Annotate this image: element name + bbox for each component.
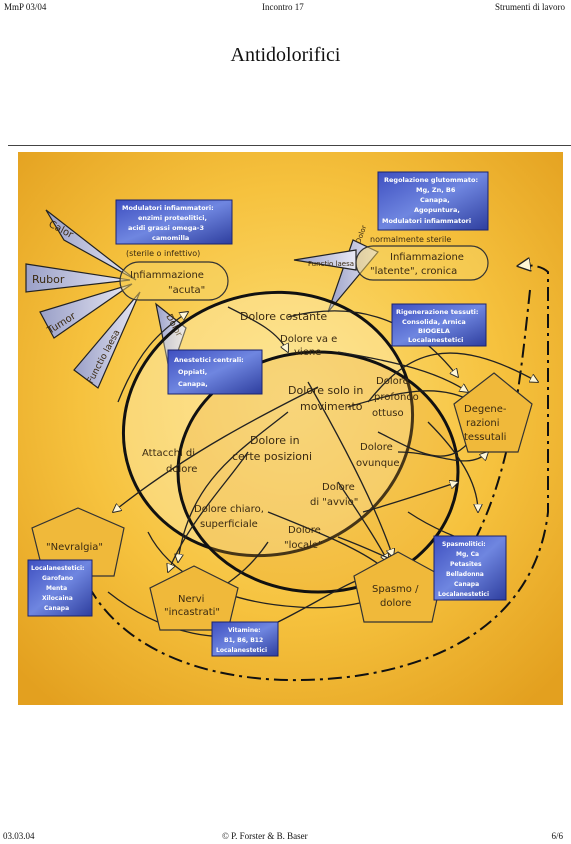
- ray-tumor: [39, 283, 133, 339]
- acute-line2: "acuta": [168, 285, 205, 296]
- svg-text:Regolazione glutommato:: Regolazione glutommato:: [384, 176, 478, 184]
- pentagon-degenerazioni: [453, 372, 533, 453]
- chronic-line1: Infiammazione: [390, 252, 464, 263]
- label-chiaro-1: Dolore chiaro,: [194, 504, 264, 515]
- footer-date: 03.03.04: [3, 831, 35, 841]
- label-va-viene-2: viene: [294, 347, 321, 358]
- svg-text:Oppiati,: Oppiati,: [178, 368, 207, 376]
- ellipse-movement-pain: [176, 350, 460, 594]
- box-localanestetici: Localanestetici: Garofano Menta Xilocain…: [27, 559, 93, 617]
- svg-text:Modulatori infiammatori:: Modulatori infiammatori:: [122, 204, 214, 212]
- label-costante: Dolore costante: [240, 310, 327, 323]
- svg-text:Rigenerazione tessuti:: Rigenerazione tessuti:: [396, 308, 479, 316]
- acute-note: (sterile o infettivo): [126, 249, 200, 258]
- nevralgia-label: "Nevralgia": [46, 542, 103, 553]
- chronic-ray-functio: Functio laesa: [308, 260, 354, 268]
- ray-functio-laesa: [73, 291, 141, 389]
- label-locale-2: "locale": [284, 540, 323, 551]
- header-session: Incontro 17: [262, 2, 304, 12]
- label-locale-1: Dolore: [288, 525, 321, 536]
- label-attacchi-1: Attacchi di: [142, 448, 195, 459]
- svg-text:Xilocaina: Xilocaina: [42, 595, 73, 602]
- svg-text:Mg, Zn, B6: Mg, Zn, B6: [416, 186, 456, 194]
- label-profondo-2: profondo: [374, 392, 419, 403]
- label-profondo-1: Dolore: [376, 376, 409, 387]
- pentagon-nervi: [149, 565, 239, 631]
- nervi-line1: Nervi: [178, 594, 204, 605]
- svg-text:Canapa,: Canapa,: [420, 196, 450, 204]
- svg-text:Garofano: Garofano: [42, 575, 73, 582]
- footer-page-number: 6/6: [551, 831, 563, 841]
- degenerazioni-line3: tessutali: [464, 432, 506, 443]
- label-avvio-1: Dolore: [322, 482, 355, 493]
- box-anestetici: Anestetici centrali: Oppiati, Canapa,: [167, 349, 263, 395]
- acute-line1: Infiammazione: [130, 270, 204, 281]
- degenerazioni-line1: Degene-: [464, 404, 507, 415]
- header-rule: [8, 145, 571, 146]
- pain-labels: Dolore costante Dolore va e viene Dolore…: [142, 310, 419, 551]
- label-va-viene-1: Dolore va e: [280, 334, 337, 345]
- svg-text:Canapa: Canapa: [44, 605, 69, 612]
- svg-text:enzimi proteolitici,: enzimi proteolitici,: [138, 214, 207, 222]
- label-chiaro-2: superficiale: [200, 519, 258, 530]
- page-title: Antidolorifici: [230, 44, 341, 66]
- dashed-loop-arrow: [77, 265, 549, 682]
- ray-calor: [45, 209, 137, 281]
- chronic-note: normalmente sterile: [370, 235, 451, 244]
- svg-text:Consolida, Arnica: Consolida, Arnica: [402, 318, 466, 326]
- svg-text:Modulatori infiammatori: Modulatori infiammatori: [382, 217, 471, 225]
- svg-text:B1, B6, B12: B1, B6, B12: [224, 637, 263, 644]
- label-ovunque-1: Dolore: [360, 442, 393, 453]
- svg-text:Agopuntura,: Agopuntura,: [414, 206, 460, 214]
- svg-text:Mg, Ca: Mg, Ca: [456, 551, 479, 558]
- label-movimento-2: movimento: [300, 400, 363, 413]
- chronic-line2: "latente", cronica: [370, 266, 457, 277]
- footer-copyright: © P. Forster & B. Baser: [222, 831, 308, 841]
- svg-text:acidi grassi omega-3: acidi grassi omega-3: [128, 224, 204, 232]
- acute-inflammation-node: [119, 261, 229, 301]
- pain-diagram: Calor Rubor Tumor Functio laesa Dolor (s…: [18, 152, 563, 705]
- svg-text:Localanestetici: Localanestetici: [408, 336, 463, 344]
- box-modulatori: Modulatori infiammatori: enzimi proteoli…: [115, 199, 233, 245]
- label-movimento-1: Dolore solo in: [288, 384, 363, 397]
- label-attacchi-2: dolore: [166, 464, 197, 475]
- box-glutammato: Regolazione glutommato: Mg, Zn, B6 Canap…: [377, 171, 489, 231]
- svg-text:Localanestetici:: Localanestetici:: [31, 565, 84, 572]
- svg-text:Vitamine:: Vitamine:: [228, 627, 261, 634]
- header-section: Strumenti di lavoro: [495, 2, 565, 12]
- box-spasmolitici: Spasmolitici: Mg, Ca Petasites Belladonn…: [433, 535, 507, 601]
- svg-text:Canapa,: Canapa,: [178, 380, 208, 388]
- label-avvio-2: di "avvio": [310, 497, 358, 508]
- ray-rubor: [25, 263, 131, 293]
- svg-text:camomilla: camomilla: [152, 234, 189, 242]
- box-rigenerazione: Rigenerazione tessuti: Consolida, Arnica…: [391, 303, 487, 347]
- svg-text:Belladonna: Belladonna: [446, 571, 484, 578]
- svg-text:Petasites: Petasites: [450, 561, 482, 568]
- ray-rubor-label: Rubor: [32, 273, 65, 286]
- svg-text:BIOGELA: BIOGELA: [418, 327, 450, 335]
- label-ovunque-2: ovunque: [356, 458, 400, 469]
- svg-text:Localanestetici: Localanestetici: [216, 647, 267, 654]
- nervi-line2: "incastrati": [164, 607, 220, 618]
- label-posizioni-2: certe posizioni: [232, 450, 312, 463]
- spasmo-line1: Spasmo /: [372, 584, 419, 595]
- svg-text:Spasmolitici:: Spasmolitici:: [442, 541, 486, 548]
- chronic-inflammation-node: [355, 245, 489, 281]
- svg-text:Menta: Menta: [46, 585, 67, 592]
- box-vitamine: Vitamine: B1, B6, B12 Localanestetici: [211, 621, 279, 657]
- svg-text:Localanestetici: Localanestetici: [438, 591, 489, 598]
- svg-text:Canapa: Canapa: [454, 581, 479, 588]
- svg-text:Anestetici centrali:: Anestetici centrali:: [174, 356, 244, 364]
- header-course: MmP 03/04: [4, 2, 47, 12]
- label-posizioni-1: Dolore in: [250, 434, 300, 447]
- spasmo-line2: dolore: [380, 598, 411, 609]
- label-profondo-3: ottuso: [372, 408, 404, 419]
- degenerazioni-line2: razioni: [466, 418, 500, 429]
